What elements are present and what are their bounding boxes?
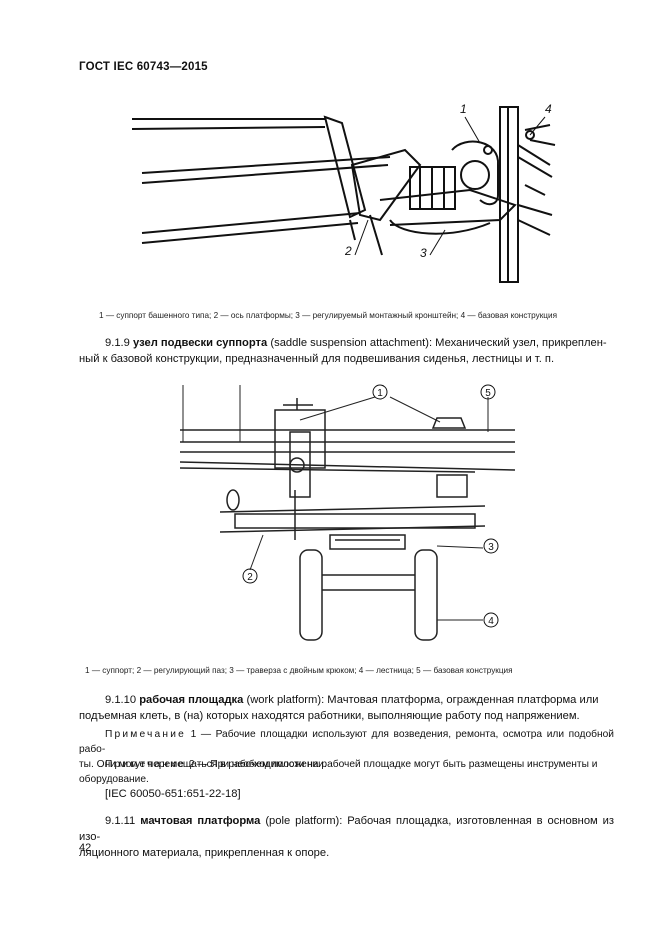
definition-line-2: ный к базовой конструкции, предназначенн… xyxy=(79,353,555,365)
note-line-2: ты. Они могут перемещаться в рабочем пол… xyxy=(79,759,327,770)
note-label: Примечание xyxy=(105,729,186,740)
figure-1-drawing: 1 2 3 4 xyxy=(131,102,556,283)
section-number: 9.1.10 xyxy=(105,694,137,706)
term: мачтовая платформа xyxy=(140,815,261,827)
section-9-1-10: 9.1.10 рабочая площадка (work platform):… xyxy=(79,692,614,724)
section-number: 9.1.9 xyxy=(105,337,130,349)
note-2: Примечание 2 — При необходимости на рабо… xyxy=(79,757,614,787)
note-line-1: 1 — Рабочие площадки используют для возв… xyxy=(79,729,614,755)
definition-line-1: (pole platform): Рабочая площадка, изгот… xyxy=(79,815,615,843)
figure-2-drawing: 1 2 3 4 5 xyxy=(179,384,515,641)
term: рабочая площадка xyxy=(139,694,244,706)
page-number: 42 xyxy=(79,842,92,854)
reference: [IEC 60050-651:651-22-18] xyxy=(105,788,241,800)
definition-line-2: подъемная клеть, в (на) которых находятс… xyxy=(79,710,580,722)
figure-2-label-5: 5 xyxy=(485,388,491,399)
section-9-1-11: 9.1.11 мачтовая платформа (pole platform… xyxy=(79,813,614,861)
figure-2-label-1: 1 xyxy=(377,388,383,399)
term: узел подвески суппорта xyxy=(133,337,268,349)
figure-1-label-2: 2 xyxy=(344,244,352,258)
figure-1-label-3: 3 xyxy=(420,246,427,260)
definition-line-1: (saddle suspension attachment): Механиче… xyxy=(270,337,607,349)
section-number: 9.1.11 xyxy=(105,815,136,827)
note-line-2: оборудование. xyxy=(79,774,149,785)
figure-2-label-3: 3 xyxy=(488,542,494,553)
definition-line-2: ляционного материала, прикрепленная к оп… xyxy=(79,847,330,859)
note-label: Примечание xyxy=(105,759,186,770)
figure-1-label-4: 4 xyxy=(545,102,552,116)
definition-line-1: (work platform): Мачтовая платформа, огр… xyxy=(246,694,599,706)
figure-1-label-1: 1 xyxy=(460,102,467,116)
document-header: ГОСТ IEC 60743—2015 xyxy=(79,61,208,73)
section-9-1-9: 9.1.9 узел подвески суппорта (saddle sus… xyxy=(79,335,614,367)
figure-2-caption: 1 — суппорт; 2 — регулирующий паз; 3 — т… xyxy=(85,666,513,675)
figure-2-label-4: 4 xyxy=(488,616,494,627)
figure-1-caption: 1 — суппорт башенного типа; 2 — ось плат… xyxy=(99,311,558,320)
figure-2-label-2: 2 xyxy=(247,572,253,583)
note-1: Примечание 1 — Рабочие площадки использу… xyxy=(79,727,614,772)
note-line-1: 2 — При необходимости на рабочей площадк… xyxy=(188,759,598,770)
